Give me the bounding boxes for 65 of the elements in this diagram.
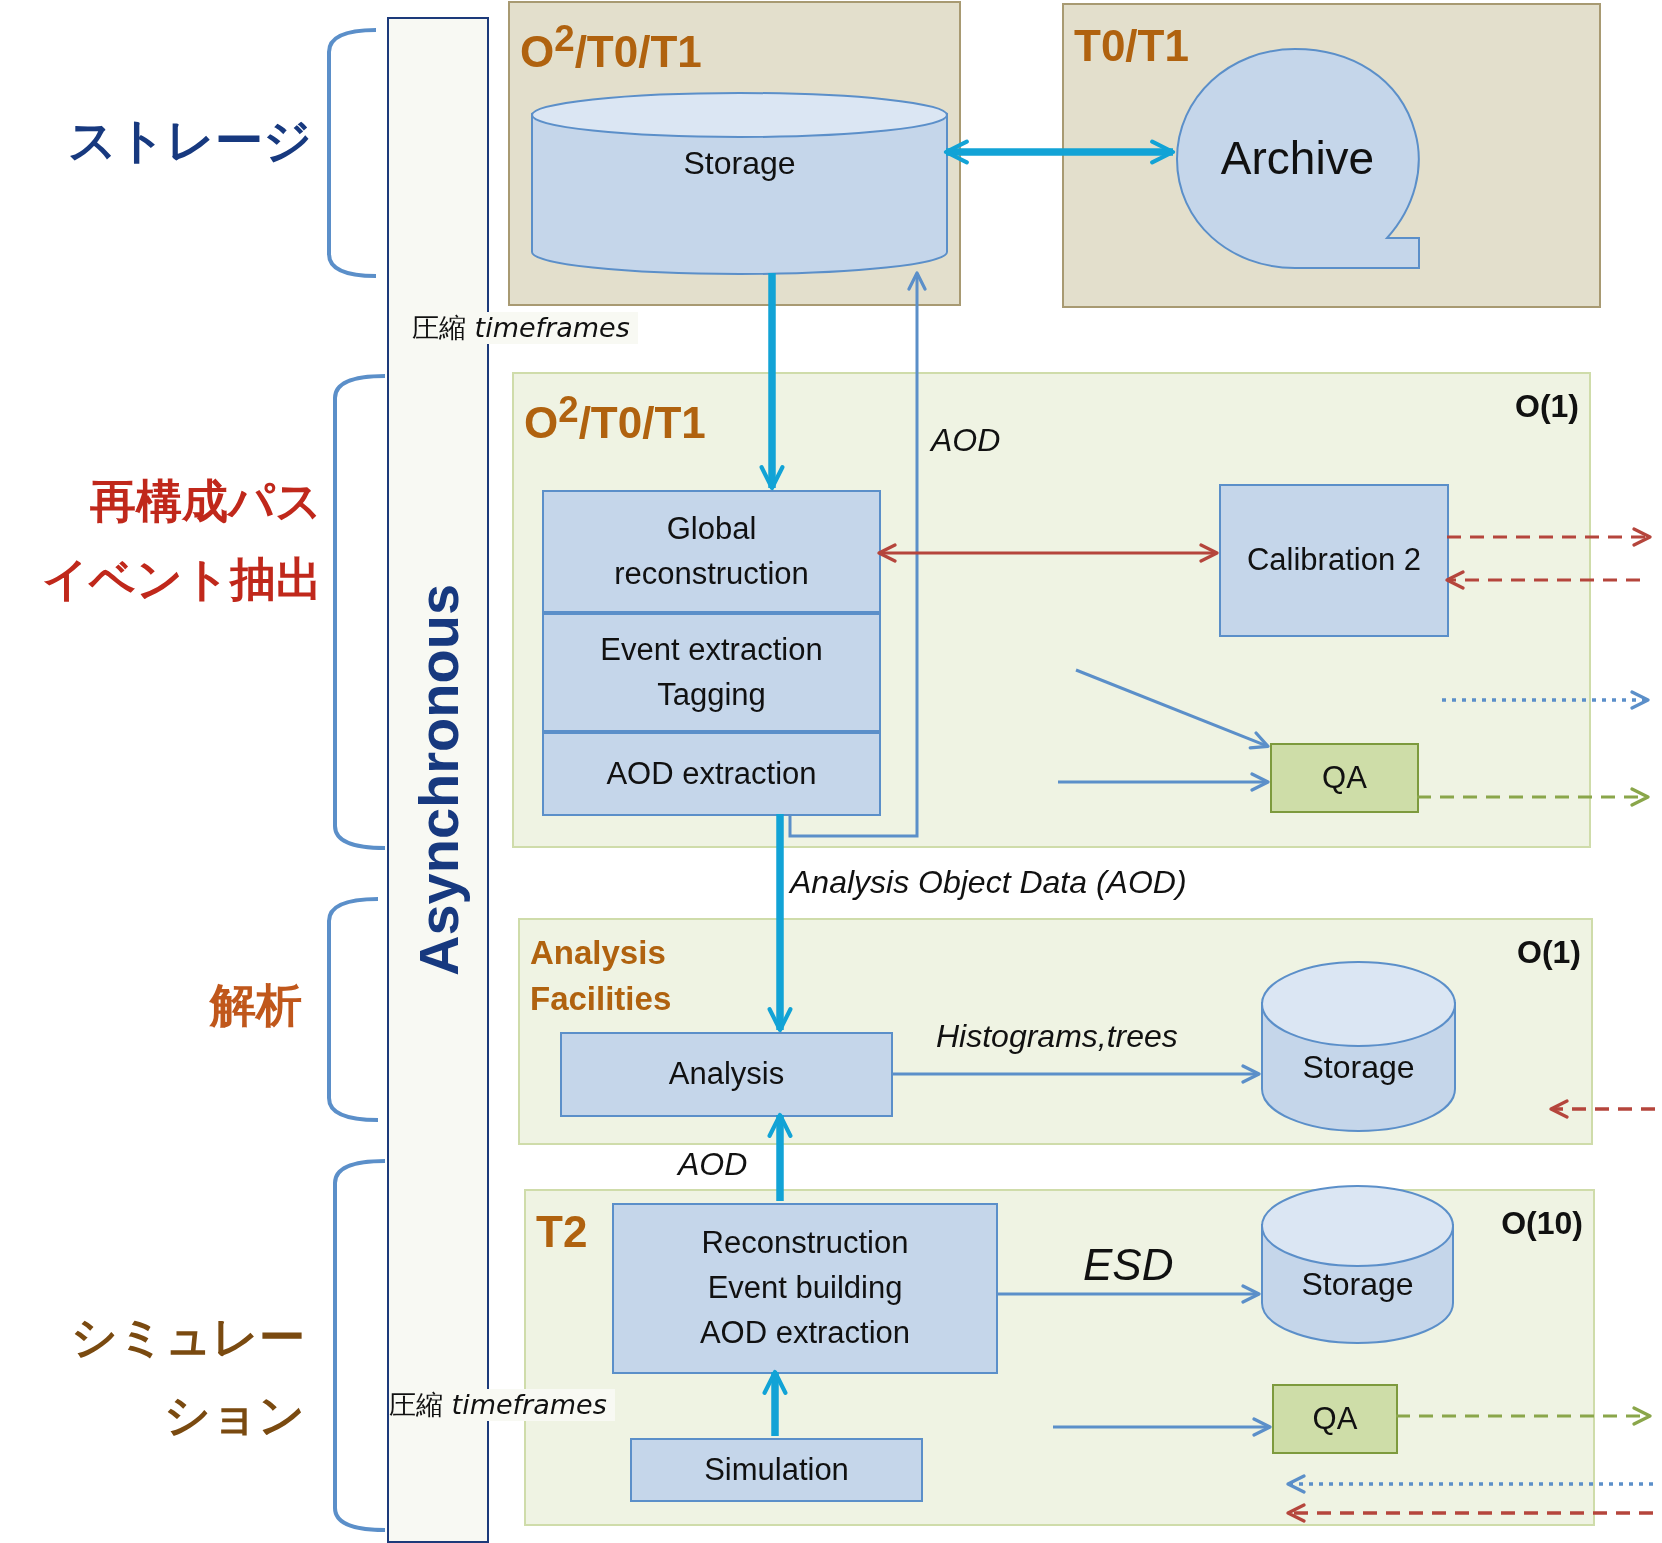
node-label: QA — [1322, 758, 1367, 797]
edge-label: AOD — [678, 1146, 748, 1183]
site-panel — [508, 1, 961, 306]
node-label: QA — [1312, 1399, 1358, 1438]
process-box — [542, 613, 881, 732]
node-label: Analysis — [668, 1055, 785, 1094]
storage-cylinder — [531, 92, 948, 275]
panel-heading: O$^{2}$/T0/T1 — [524, 388, 707, 449]
annotation: 圧縮 timeframes — [412, 312, 638, 345]
arrow — [891, 1064, 1261, 1084]
section-label: 解析 — [208, 978, 302, 1034]
process-box — [542, 490, 881, 613]
arrow — [767, 1112, 793, 1201]
edge-label: Histograms,trees — [936, 1018, 1178, 1055]
arrow — [1396, 1406, 1652, 1426]
annotation: 圧縮 timeframes — [389, 1389, 615, 1422]
node-label: Storage — [683, 144, 796, 184]
tier-label: O(1) — [1517, 934, 1581, 971]
node-label: AOD extraction — [606, 754, 817, 793]
process-box — [560, 1032, 893, 1117]
panel-heading: T0/T1 — [1074, 20, 1190, 72]
node-label: Calibration 2 — [1246, 541, 1421, 580]
node-label: Reconstruction Event building AOD extraction — [698, 1224, 912, 1352]
arrow — [1447, 527, 1652, 547]
edge-label: AOD — [931, 422, 1001, 459]
storage-cylinder — [1261, 1185, 1454, 1344]
arrow — [788, 271, 927, 838]
arrow — [1075, 668, 1270, 750]
section-label: 再構成パス — [89, 474, 322, 530]
arrow — [759, 273, 785, 491]
node-label: Archive — [1220, 131, 1375, 187]
node-label: Simulation — [704, 1450, 849, 1489]
node-label: Storage — [1302, 1048, 1415, 1088]
tier-label: O(1) — [1515, 388, 1579, 425]
qa-box — [1272, 1384, 1398, 1454]
process-box — [542, 732, 881, 816]
arrow — [877, 543, 1219, 563]
panel-heading: Analysis Facilities — [530, 933, 673, 1020]
arrow — [767, 814, 793, 1033]
node-label: Event extraction Tagging — [599, 630, 824, 714]
qa-box — [1270, 743, 1419, 813]
panel-heading: O$^{2}$/T0/T1 — [520, 17, 703, 78]
section-label: シミュレーション — [70, 1309, 305, 1445]
arrow — [1053, 1417, 1272, 1437]
site-panel — [512, 372, 1591, 848]
storage-cylinder — [1261, 961, 1456, 1132]
site-panel — [518, 918, 1593, 1145]
edge-label: Analysis Object Data (AOD) — [790, 864, 1187, 901]
process-box — [1219, 484, 1449, 637]
arrow — [1417, 787, 1650, 807]
arrow — [996, 1284, 1261, 1304]
site-panel — [1062, 3, 1601, 308]
arrow — [943, 139, 1176, 165]
node-label: Global reconstruction — [613, 509, 810, 593]
process-box — [630, 1438, 923, 1502]
process-box — [612, 1203, 998, 1374]
arrow — [1058, 772, 1270, 792]
arrow — [1445, 570, 1640, 590]
section-label: イベント抽出 — [41, 552, 322, 608]
band-label: Asynchronous — [405, 583, 471, 977]
tier-label: O(10) — [1501, 1205, 1583, 1242]
edge-label: ESD — [1083, 1240, 1174, 1290]
node-label: Storage — [1301, 1265, 1414, 1305]
arrow — [762, 1369, 788, 1436]
section-label: ストレージ — [67, 112, 312, 170]
